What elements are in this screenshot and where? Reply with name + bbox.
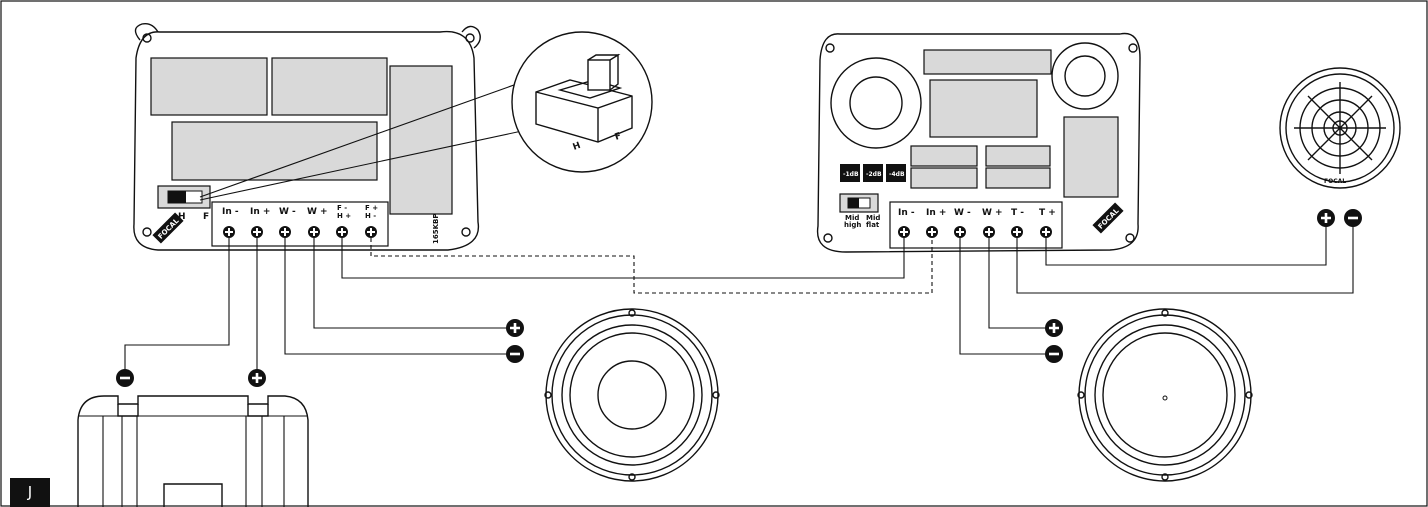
switch-label-f: F [203,212,209,222]
terminal-label: W + [982,208,1003,218]
mid-switch-label: Mid [866,214,880,222]
zoom-leader [199,79,529,198]
switch-label-h: H [178,212,186,222]
terminal-block-right [889,201,1063,249]
hf-switch: H F [157,185,211,222]
minus-icon [1344,209,1362,227]
tweeter-brand: FOCAL [1324,178,1346,185]
polarity-markers [116,209,1362,387]
terminal-label: F + [365,204,378,212]
terminal-label: In + [926,208,946,218]
attenuator-label: -1dB [843,171,859,178]
terminal-label: F - [337,204,347,212]
mid-switch-label: Mid [845,214,859,222]
terminal-label: In - [222,207,239,217]
terminal-sublabel: H - [365,212,376,220]
amplifier [77,395,309,507]
minus-icon [116,369,134,387]
mid-switch: Mid high Mid flat [839,193,880,229]
attenuator-label: -4dB [889,171,905,178]
left-crossover: H F FOCAL 165KBP In - In + W - W + F - H… [133,22,481,251]
zoom-leader [199,127,537,201]
terminal-block-left [211,201,389,247]
zoom-label-f: F [614,131,623,143]
model-label: 165KBP [432,213,440,244]
terminal-label: In - [898,208,915,218]
terminal-labels-left: In - In + W - W + F - H + F + H - [222,204,378,220]
mounting-hole-icon [823,43,1138,243]
terminal-label: T - [1011,208,1024,218]
minus-icon [1045,345,1063,363]
woofer-left [544,308,720,482]
plus-icon [1317,209,1335,227]
terminal-label: W - [954,208,971,218]
plus-icon [1045,319,1063,337]
figure-label: J [10,478,50,507]
wiring [124,226,1354,370]
screw-terminal-icon [898,226,1052,238]
right-crossover: -1dB -2dB -4dB Mid high Mid flat FOCAL I… [816,32,1141,253]
tweeter-speaker: FOCAL [1279,67,1401,189]
screw-terminal-icon [223,226,377,238]
terminal-label: T + [1039,208,1056,218]
plus-icon [248,369,266,387]
attenuator-label: -2dB [866,171,882,178]
woofer-right [1077,308,1253,482]
attenuator-selector: -1dB -2dB -4dB [840,164,906,182]
mid-switch-label: flat [866,221,880,229]
mounting-hole-icon [544,309,720,481]
terminal-labels-right: In - In + W - W + T - T + [898,208,1056,218]
mounting-hole-icon [134,22,481,237]
focal-logo-left: FOCAL [152,212,184,244]
terminal-sublabel: H + [337,212,351,220]
minus-icon [506,345,524,363]
terminal-label: W + [307,207,328,217]
mid-switch-label: high [844,221,861,229]
terminal-label: W - [279,207,296,217]
zoom-label-h: H [572,141,583,153]
mounting-hole-icon [1077,309,1253,481]
switch-zoom-callout: H F [511,31,653,173]
plus-icon [506,319,524,337]
terminal-label: In + [250,207,270,217]
focal-logo-right: FOCAL [1092,202,1124,234]
